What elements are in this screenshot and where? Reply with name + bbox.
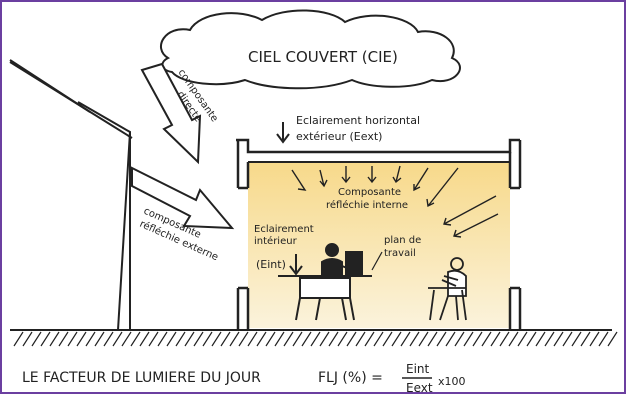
room-left-wall (238, 140, 248, 330)
footer-numerator: Eint (406, 362, 430, 376)
footer-denominator: Eext (406, 381, 433, 395)
interior-lighting-label-3: (Eint) (256, 258, 286, 271)
internal-reflected-label-1: Composante (338, 187, 401, 198)
internal-reflected-label-2: réfléchie interne (326, 199, 408, 211)
external-reflected-arrow (132, 168, 232, 228)
sky-label: CIEL COUVERT (CIE) (248, 48, 398, 66)
horizontal-exterior-arrow (277, 122, 289, 142)
room-right-wall (510, 140, 520, 330)
footer-formula-prefix: FLJ (%) = (318, 370, 383, 386)
horizontal-exterior-label-2: extérieur (Eext) (296, 130, 382, 143)
work-plane-label-1: plan de (384, 235, 421, 246)
footer-suffix: x100 (438, 375, 466, 388)
footer-title: LE FACTEUR DE LUMIERE DU JOUR (22, 370, 261, 386)
horizontal-exterior-label-1: Eclairement horizontal (296, 114, 420, 127)
ground-hatching (14, 332, 617, 346)
exterior-building-roof (10, 62, 132, 138)
interior-lighting-label-1: Eclairement (254, 224, 314, 235)
interior-lighting-label-2: intérieur (254, 235, 298, 247)
work-plane-label-2: travail (384, 248, 416, 259)
